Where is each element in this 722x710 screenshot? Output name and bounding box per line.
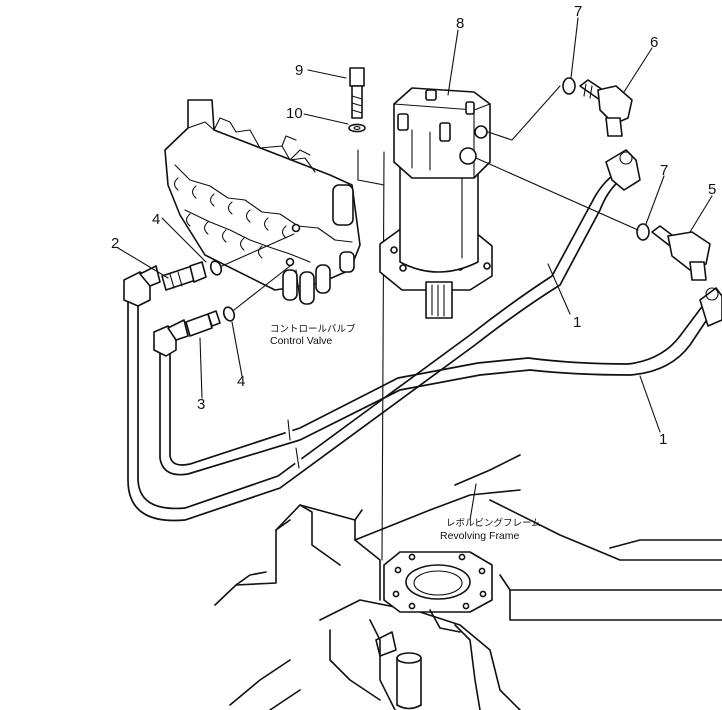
- hose-left-outer: [127, 175, 619, 522]
- callout-7b: 7: [660, 162, 668, 179]
- callout-10: 10: [286, 105, 303, 122]
- assembly-line: [381, 151, 385, 561]
- o-ring-7b: [636, 223, 650, 241]
- hose-break: [295, 447, 300, 469]
- callout-4a: 4: [152, 211, 160, 228]
- elbow-part-5: [651, 225, 711, 281]
- revolving-frame-label-en: Revolving Frame: [440, 530, 520, 542]
- component-labels: コントロールバルブ Control Valve レボルビングフレーム Revol…: [270, 323, 541, 542]
- control-valve-label-jp: コントロールバルブ: [270, 323, 356, 335]
- callout-7a: 7: [574, 3, 582, 20]
- callout-5: 5: [708, 181, 716, 198]
- assembly-line: [221, 233, 295, 311]
- elbow-part-6: [579, 79, 633, 137]
- callout-2: 2: [111, 235, 119, 252]
- hose-fitting-upper: [605, 149, 641, 191]
- hose-left-inner: [159, 303, 713, 476]
- hose-fitting-left-inner: [153, 319, 189, 357]
- connector-part-3: [185, 310, 221, 337]
- assembly-line: [475, 157, 639, 231]
- callout-8: 8: [456, 15, 464, 32]
- o-ring-4b: [222, 306, 236, 322]
- assembly-line: [487, 85, 561, 141]
- control-valve: [164, 99, 361, 305]
- o-ring-4a: [209, 260, 223, 276]
- bolt: [349, 67, 365, 119]
- callout-3: 3: [197, 396, 205, 413]
- connector-part-2: [161, 261, 207, 291]
- callout-4b: 4: [237, 373, 245, 390]
- hose-fitting-lower: [699, 287, 722, 327]
- revolving-frame-label-jp: レボルビングフレーム: [446, 517, 541, 529]
- assembly-line: [357, 149, 385, 186]
- callout-1b: 1: [659, 431, 667, 448]
- revolving-frame: [214, 454, 722, 710]
- hose-break: [287, 419, 291, 441]
- leader-lines: [117, 17, 713, 521]
- o-ring-7a: [562, 77, 576, 95]
- swivel-joint: [379, 87, 493, 319]
- control-valve-label-en: Control Valve: [270, 335, 332, 347]
- callout-9: 9: [295, 62, 303, 79]
- hose-fitting-left-outer: [123, 265, 161, 307]
- callout-6: 6: [650, 34, 658, 51]
- callout-labels: 1 1 2 3 4 4 5 6 7 7 8 9 10: [111, 3, 716, 448]
- callout-1a: 1: [573, 314, 581, 331]
- washer: [348, 123, 366, 133]
